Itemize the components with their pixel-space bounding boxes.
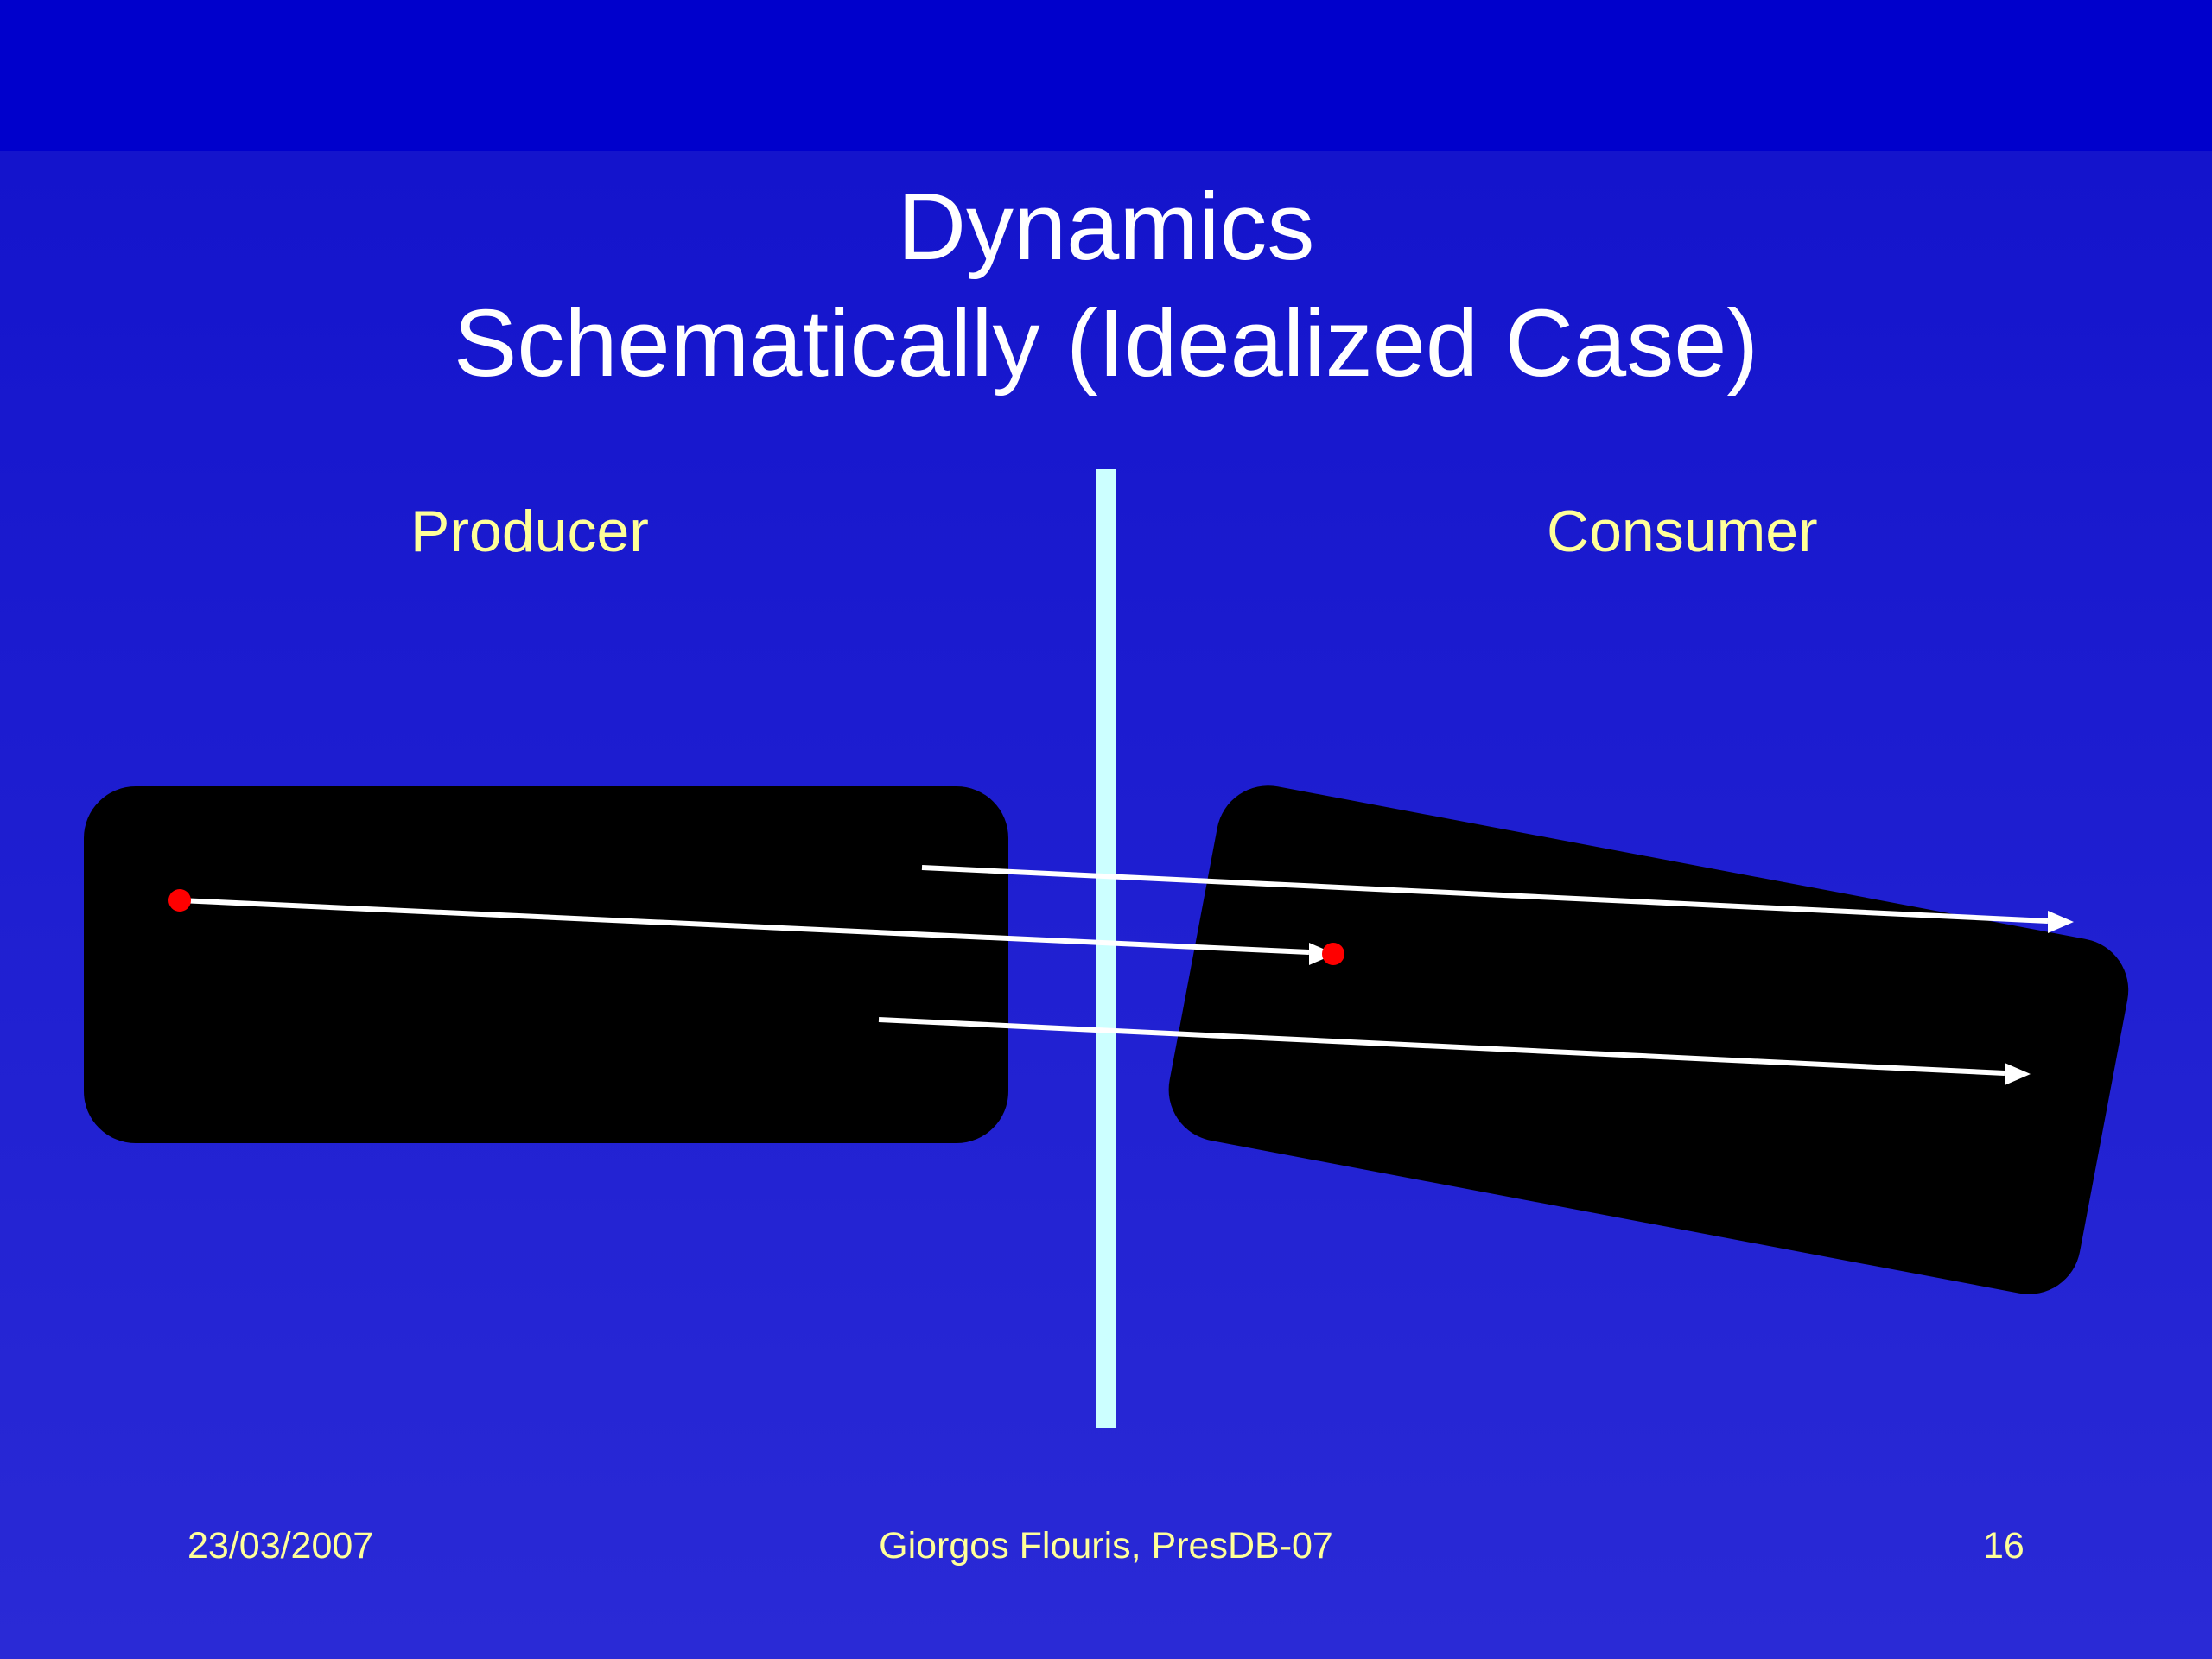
- consumer-label: Consumer: [1547, 499, 1818, 564]
- footer-date: 23/03/2007: [188, 1525, 374, 1567]
- producer-box: [84, 786, 1008, 1143]
- arrow-middle: [179, 898, 1310, 955]
- arrowhead-top: [2048, 911, 2074, 933]
- producer-point: [168, 889, 191, 912]
- arrowhead-bottom: [2005, 1063, 2031, 1085]
- arrow-bottom: [878, 1017, 2005, 1076]
- divider-line: [1096, 469, 1116, 1428]
- consumer-point: [1322, 943, 1344, 965]
- arrow-top: [921, 865, 2049, 924]
- slide-title: Dynamics Schematically (Idealized Case): [0, 168, 2212, 402]
- title-line-1: Dynamics: [897, 174, 1315, 280]
- producer-label: Producer: [410, 499, 649, 564]
- title-band: [0, 0, 2212, 151]
- footer-page-number: 16: [1983, 1525, 2024, 1567]
- footer-author: Giorgos Flouris, PresDB-07: [879, 1525, 1333, 1567]
- title-line-2: Schematically (Idealized Case): [453, 290, 1759, 397]
